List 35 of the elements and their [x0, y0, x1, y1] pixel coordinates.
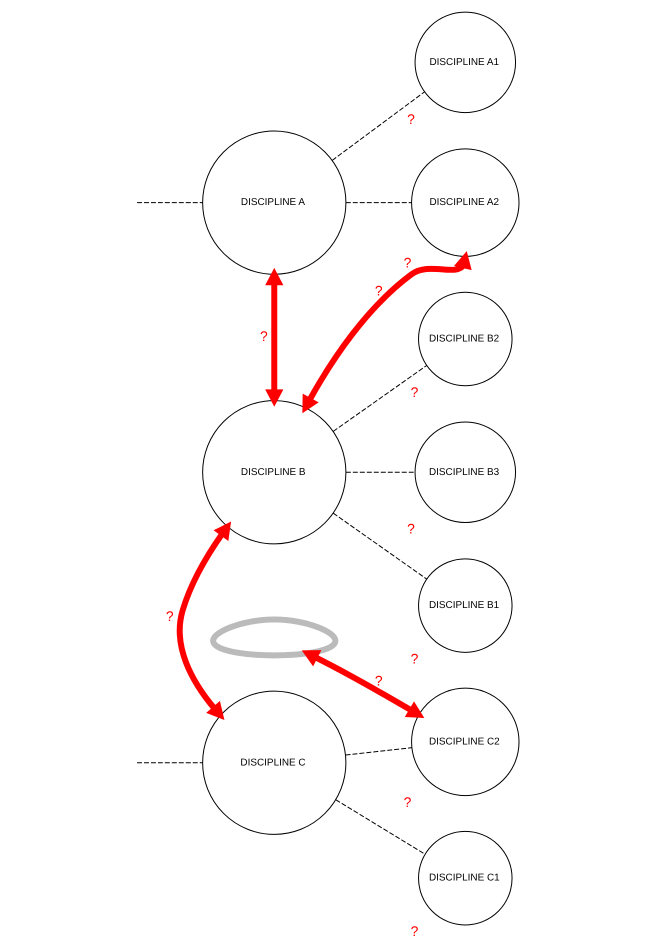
node-label: ? — [407, 110, 415, 127]
node-circle: DISCIPLINE B1 — [418, 558, 513, 653]
node-circle: DISCIPLINE B2 — [418, 292, 513, 386]
node-circle: DISCIPLINE C — [202, 690, 346, 835]
edge-label: ? — [374, 672, 383, 688]
arrow — [302, 650, 424, 718]
edge-label: ? — [166, 608, 174, 624]
arrow — [302, 251, 472, 414]
connector — [335, 799, 426, 855]
connector — [332, 512, 428, 580]
connector — [345, 747, 412, 756]
arrow — [176, 522, 232, 720]
node-circle: DISCIPLINE C1 — [418, 830, 513, 926]
connector — [136, 202, 203, 204]
node-circle: DISCIPLINE B — [202, 400, 346, 544]
node-circle: DISCIPLINE A2 — [411, 148, 520, 257]
node-label: ? — [410, 384, 418, 400]
node-circle: DISCIPLINE C2 — [411, 688, 520, 796]
connector — [345, 472, 416, 473]
node-label: ? — [410, 923, 418, 940]
node-label: ? — [404, 254, 412, 271]
node-circle: DISCIPLINE A — [202, 130, 346, 275]
edge-label: ? — [374, 282, 383, 298]
node-label: ? — [410, 650, 418, 666]
node-label: ? — [404, 794, 412, 810]
connector — [332, 91, 426, 161]
node-picture — [210, 616, 338, 658]
arrow — [265, 268, 284, 407]
node-circle: DISCIPLINE A1 — [414, 12, 516, 114]
connector — [345, 202, 412, 204]
node-label: ? — [407, 520, 415, 537]
edge-label: ? — [260, 328, 268, 344]
node-circle: DISCIPLINE B3 — [414, 422, 516, 523]
connector — [332, 364, 428, 432]
connector — [136, 762, 203, 764]
